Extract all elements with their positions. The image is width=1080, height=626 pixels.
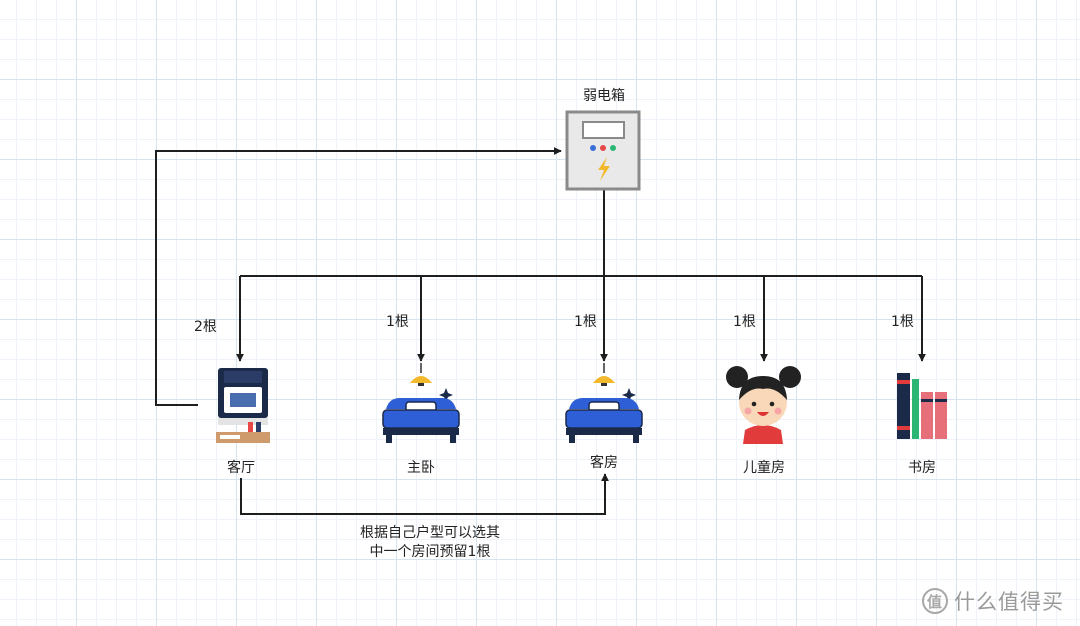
living-room-cable-count: 2根 <box>194 319 217 335</box>
bed-icon <box>382 363 460 443</box>
watermark-text: 什么值得买 <box>954 590 1064 614</box>
tv-cabinet-icon <box>216 368 270 443</box>
return-arrow-to-hub <box>155 147 562 406</box>
study-cable-count: 1根 <box>891 314 914 330</box>
girl-face-icon <box>726 366 801 444</box>
weak-current-box-icon <box>565 110 641 191</box>
reserve-arrow-to-guest-room <box>240 473 609 515</box>
books-icon <box>897 373 947 439</box>
watermark: 值 什么值得买 <box>922 586 1064 616</box>
kids-room-label: 儿童房 <box>743 460 785 476</box>
watermark-logo-icon: 值 <box>922 588 948 614</box>
reserve-note: 根据自己户型可以选其 中一个房间预留1根 <box>360 524 500 562</box>
guest-bed-icon <box>565 363 643 443</box>
reserve-note-line-2: 中一个房间预留1根 <box>369 544 491 560</box>
living-room-label: 客厅 <box>227 460 255 476</box>
hub-label: 弱电箱 <box>583 88 625 104</box>
kids-room-cable-count: 1根 <box>733 314 756 330</box>
guest-room-cable-count: 1根 <box>574 314 597 330</box>
study-label: 书房 <box>908 460 936 476</box>
master-bedroom-label: 主卧 <box>407 460 435 476</box>
guest-room-label: 客房 <box>590 455 618 471</box>
master-bedroom-cable-count: 1根 <box>386 314 409 330</box>
reserve-note-line-1: 根据自己户型可以选其 <box>360 525 500 541</box>
